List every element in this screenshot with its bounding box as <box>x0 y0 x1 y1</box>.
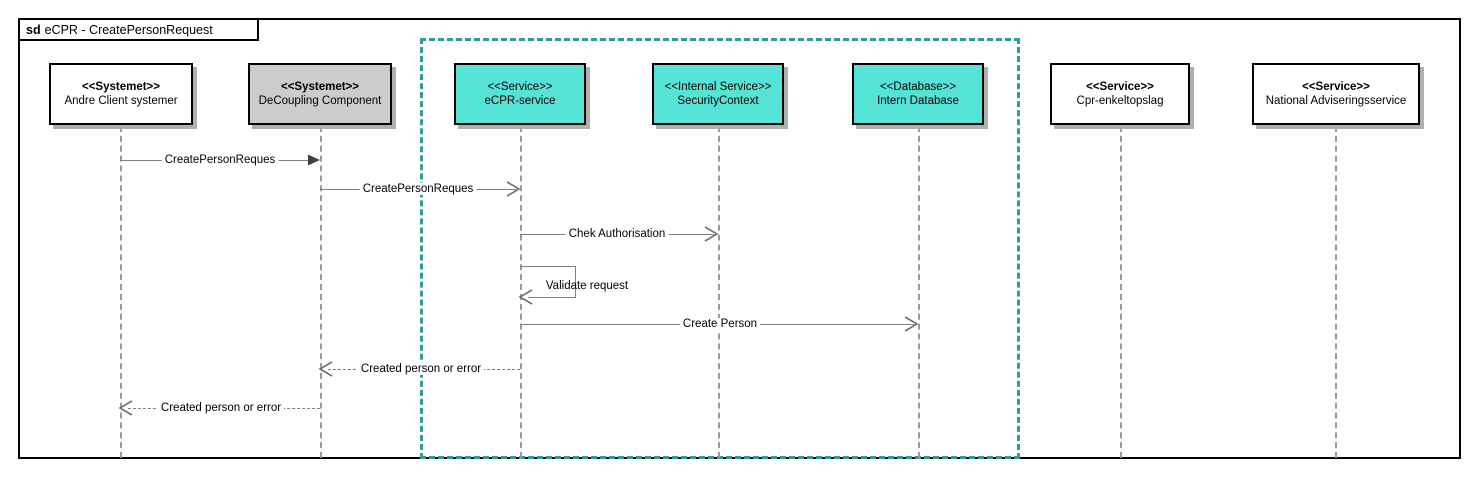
lifeline-ecpr-service <box>520 126 522 458</box>
participant-security-context: <<Internal Service>> SecurityContext <box>652 63 784 125</box>
participant-name: Andre Client systemer <box>64 95 178 107</box>
participant-stereotype: <<Systemet>> <box>280 80 359 93</box>
arrowhead-filled-m1 <box>308 154 320 166</box>
message-label-m6: Created person or error <box>357 363 485 375</box>
participant-name: eCPR-service <box>484 95 556 107</box>
lifeline-decoupling-component <box>320 126 322 458</box>
participant-national-adviseringsservice: <<Service>> National Adviseringsservice <box>1252 63 1420 125</box>
participant-stereotype: <<Internal Service>> <box>664 80 772 93</box>
participant-stereotype: <<Service>> <box>487 80 553 93</box>
arrowhead-open-m7 <box>118 400 133 416</box>
arrowhead-open-m6 <box>318 361 333 377</box>
participant-andre-client-systemer: <<Systemet>> Andre Client systemer <box>49 63 193 125</box>
message-label-m7: Created person or error <box>157 402 285 414</box>
participant-name: Cpr-enkeltopslag <box>1076 95 1164 107</box>
participant-name: Intern Database <box>877 95 959 107</box>
lifeline-andre-client-systemer <box>120 126 122 458</box>
frame-title: eCPR - CreatePersonRequest <box>44 22 213 37</box>
lifeline-security-context <box>718 126 720 458</box>
participant-stereotype: <<Service>> <box>1086 80 1154 93</box>
frame-keyword: sd <box>26 22 41 37</box>
arrowhead-open-m4 <box>518 289 533 305</box>
participant-stereotype: <<Service>> <box>1302 80 1370 93</box>
message-label-m5: Create Person <box>679 318 761 330</box>
arrowhead-open-m3 <box>704 226 719 242</box>
arrowhead-open-m5 <box>904 316 919 332</box>
message-selfloop-m4 <box>520 266 580 300</box>
frame-title-tab: sd eCPR - CreatePersonRequest <box>18 18 259 41</box>
message-label-m4: Validate request <box>545 280 629 292</box>
participant-intern-database: <<Database>> Intern Database <box>852 63 984 125</box>
message-label-m1: CreatePersonReques <box>161 154 279 166</box>
selfloop-bottom-segment <box>528 297 576 298</box>
participant-name: National Adviseringsservice <box>1265 95 1407 107</box>
selfloop-top-segment <box>520 266 576 267</box>
lifeline-national-adviseringsservice <box>1335 126 1337 458</box>
lifeline-intern-database <box>918 126 920 458</box>
message-label-m2: CreatePersonReques <box>359 183 477 195</box>
participant-name: SecurityContext <box>677 95 759 107</box>
arrowhead-open-m2 <box>506 181 521 197</box>
selfloop-right-segment <box>575 266 576 297</box>
participant-cpr-enkeltopslag: <<Service>> Cpr-enkeltopslag <box>1050 63 1190 125</box>
participant-ecpr-service: <<Service>> eCPR-service <box>454 63 586 125</box>
participant-decoupling-component: <<Systemet>> DeCoupling Component <box>248 63 392 125</box>
message-label-m3: Chek Authorisation <box>565 228 669 240</box>
participant-stereotype: <<Systemet>> <box>81 80 160 93</box>
participant-name: DeCoupling Component <box>258 95 382 107</box>
lifeline-cpr-enkeltopslag <box>1120 126 1122 458</box>
ecpr-system-boundary <box>420 38 1020 459</box>
participant-stereotype: <<Database>> <box>879 80 957 93</box>
